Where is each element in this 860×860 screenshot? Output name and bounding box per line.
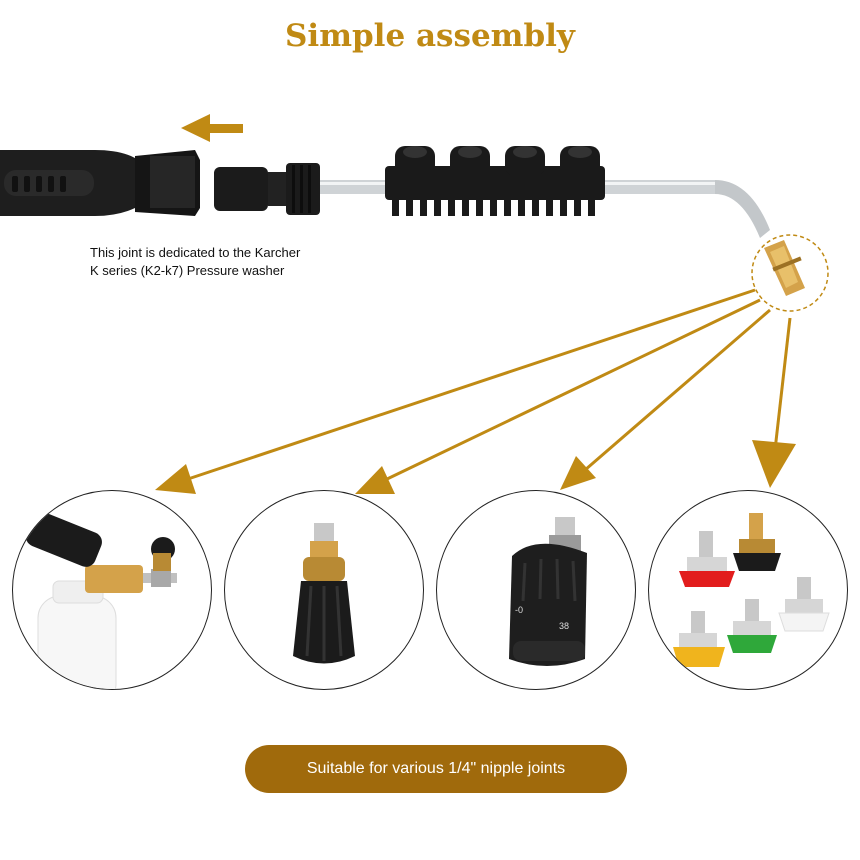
yellow-tip <box>673 611 725 667</box>
nozzle-tips-image <box>673 513 830 667</box>
turbo-nozzle-circle <box>224 490 424 690</box>
white-tip <box>778 577 830 632</box>
green-tip <box>727 599 777 653</box>
red-tip <box>679 531 735 587</box>
nozzle-tips-circle <box>648 490 848 690</box>
nozzle-mark-left: -0 <box>515 605 523 615</box>
quick-connect-highlight <box>751 234 829 312</box>
note-line-2: K series (K2-k7) Pressure washer <box>90 263 285 278</box>
footer-text: Suitable for various 1/4" nipple joints <box>306 760 566 777</box>
black-tip <box>733 513 781 571</box>
left-arrow-icon <box>181 114 243 142</box>
nozzle-holder <box>385 146 605 216</box>
nozzle-mark-right: 38 <box>559 621 569 631</box>
adjustable-nozzle-image: -0 38 <box>509 517 587 666</box>
footer-banner: Suitable for various 1/4" nipple joints <box>245 745 627 793</box>
karcher-adapter <box>214 163 320 215</box>
gun-handle <box>0 150 200 216</box>
brass-quick-connect <box>764 240 805 296</box>
foam-cannon-circle <box>12 490 212 690</box>
foam-cannon-image <box>25 511 177 689</box>
arrow-icon <box>155 288 796 494</box>
turbo-nozzle-image <box>293 523 355 664</box>
adjustable-nozzle-circle: -0 38 <box>436 490 636 690</box>
karcher-joint-note: This joint is dedicated to the Karcher K… <box>90 244 300 280</box>
page-title: Simple assembly <box>285 18 575 54</box>
note-line-1: This joint is dedicated to the Karcher <box>90 245 301 260</box>
